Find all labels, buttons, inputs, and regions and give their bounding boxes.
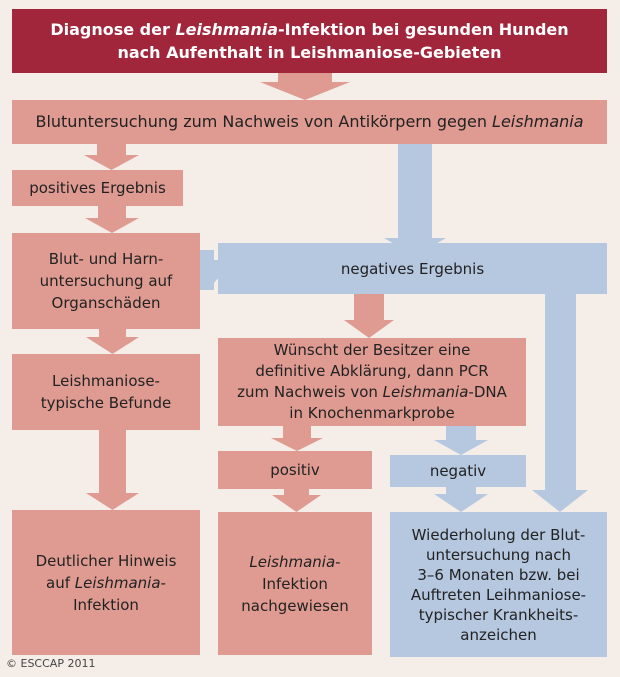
arrow-negativ-to-repeat — [434, 487, 488, 512]
title-line-1: Diagnose der Leishmania-Infektion bei ge… — [50, 20, 569, 39]
positive-result-label: positives Ergebnis — [29, 179, 166, 197]
arrow-negative-to-pcr — [344, 294, 394, 338]
repeat-test-box: Wiederholung der Blut- untersuchung nach… — [390, 512, 607, 657]
arrow-pcr-to-positiv — [271, 426, 323, 451]
confirmed-line-1: Leishmania- — [249, 552, 341, 571]
arrow-title-to-blood — [260, 73, 350, 100]
copyright-notice: © ESCCAP 2011 — [6, 657, 96, 670]
typical-findings-box: Leishmaniose- typische Befunde — [12, 354, 200, 430]
pcr-box: Wünscht der Besitzer eine definitive Abk… — [218, 338, 526, 426]
arrow-positive-to-organ — [85, 206, 139, 233]
title-banner: Diagnose der Leishmania-Infektion bei ge… — [12, 9, 607, 73]
positiv-label: positiv — [270, 461, 320, 479]
negative-result-label: negatives Ergebnis — [340, 259, 485, 278]
positive-result-box: positives Ergebnis — [12, 170, 183, 206]
connector-negative-to-repeat — [532, 294, 588, 512]
hint-line-2: auf Leishmania- — [46, 573, 166, 592]
positiv-box: positiv — [218, 451, 372, 489]
arrow-blood-to-positive — [84, 143, 139, 170]
arrow-findings-to-hint — [86, 430, 139, 510]
organ-test-box: Blut- und Harn- untersuchung auf Organsc… — [12, 233, 200, 329]
arrow-blood-to-negative — [384, 144, 446, 256]
blood-test-box: Blutuntersuchung zum Nachweis von Antikö… — [12, 100, 607, 144]
blood-test-label: Blutuntersuchung zum Nachweis von Antikö… — [35, 112, 584, 131]
negative-result-box: negatives Ergebnis — [218, 243, 607, 294]
arrow-pcr-to-negativ — [434, 426, 488, 455]
pcr-line-3: zum Nachweis von Leishmania-DNA — [237, 383, 507, 401]
arrow-organ-to-findings — [86, 329, 139, 354]
negativ-label: negativ — [429, 462, 487, 480]
hint-box: Deutlicher Hinweis auf Leishmania- Infek… — [12, 510, 200, 655]
negativ-box: negativ — [390, 455, 526, 487]
title-line-2: nach Aufenthalt in Leishmaniose-Gebieten — [117, 43, 502, 62]
confirmed-box: Leishmania- Infektion nachgewiesen — [218, 512, 372, 655]
arrow-positiv-to-confirmed — [272, 489, 321, 512]
